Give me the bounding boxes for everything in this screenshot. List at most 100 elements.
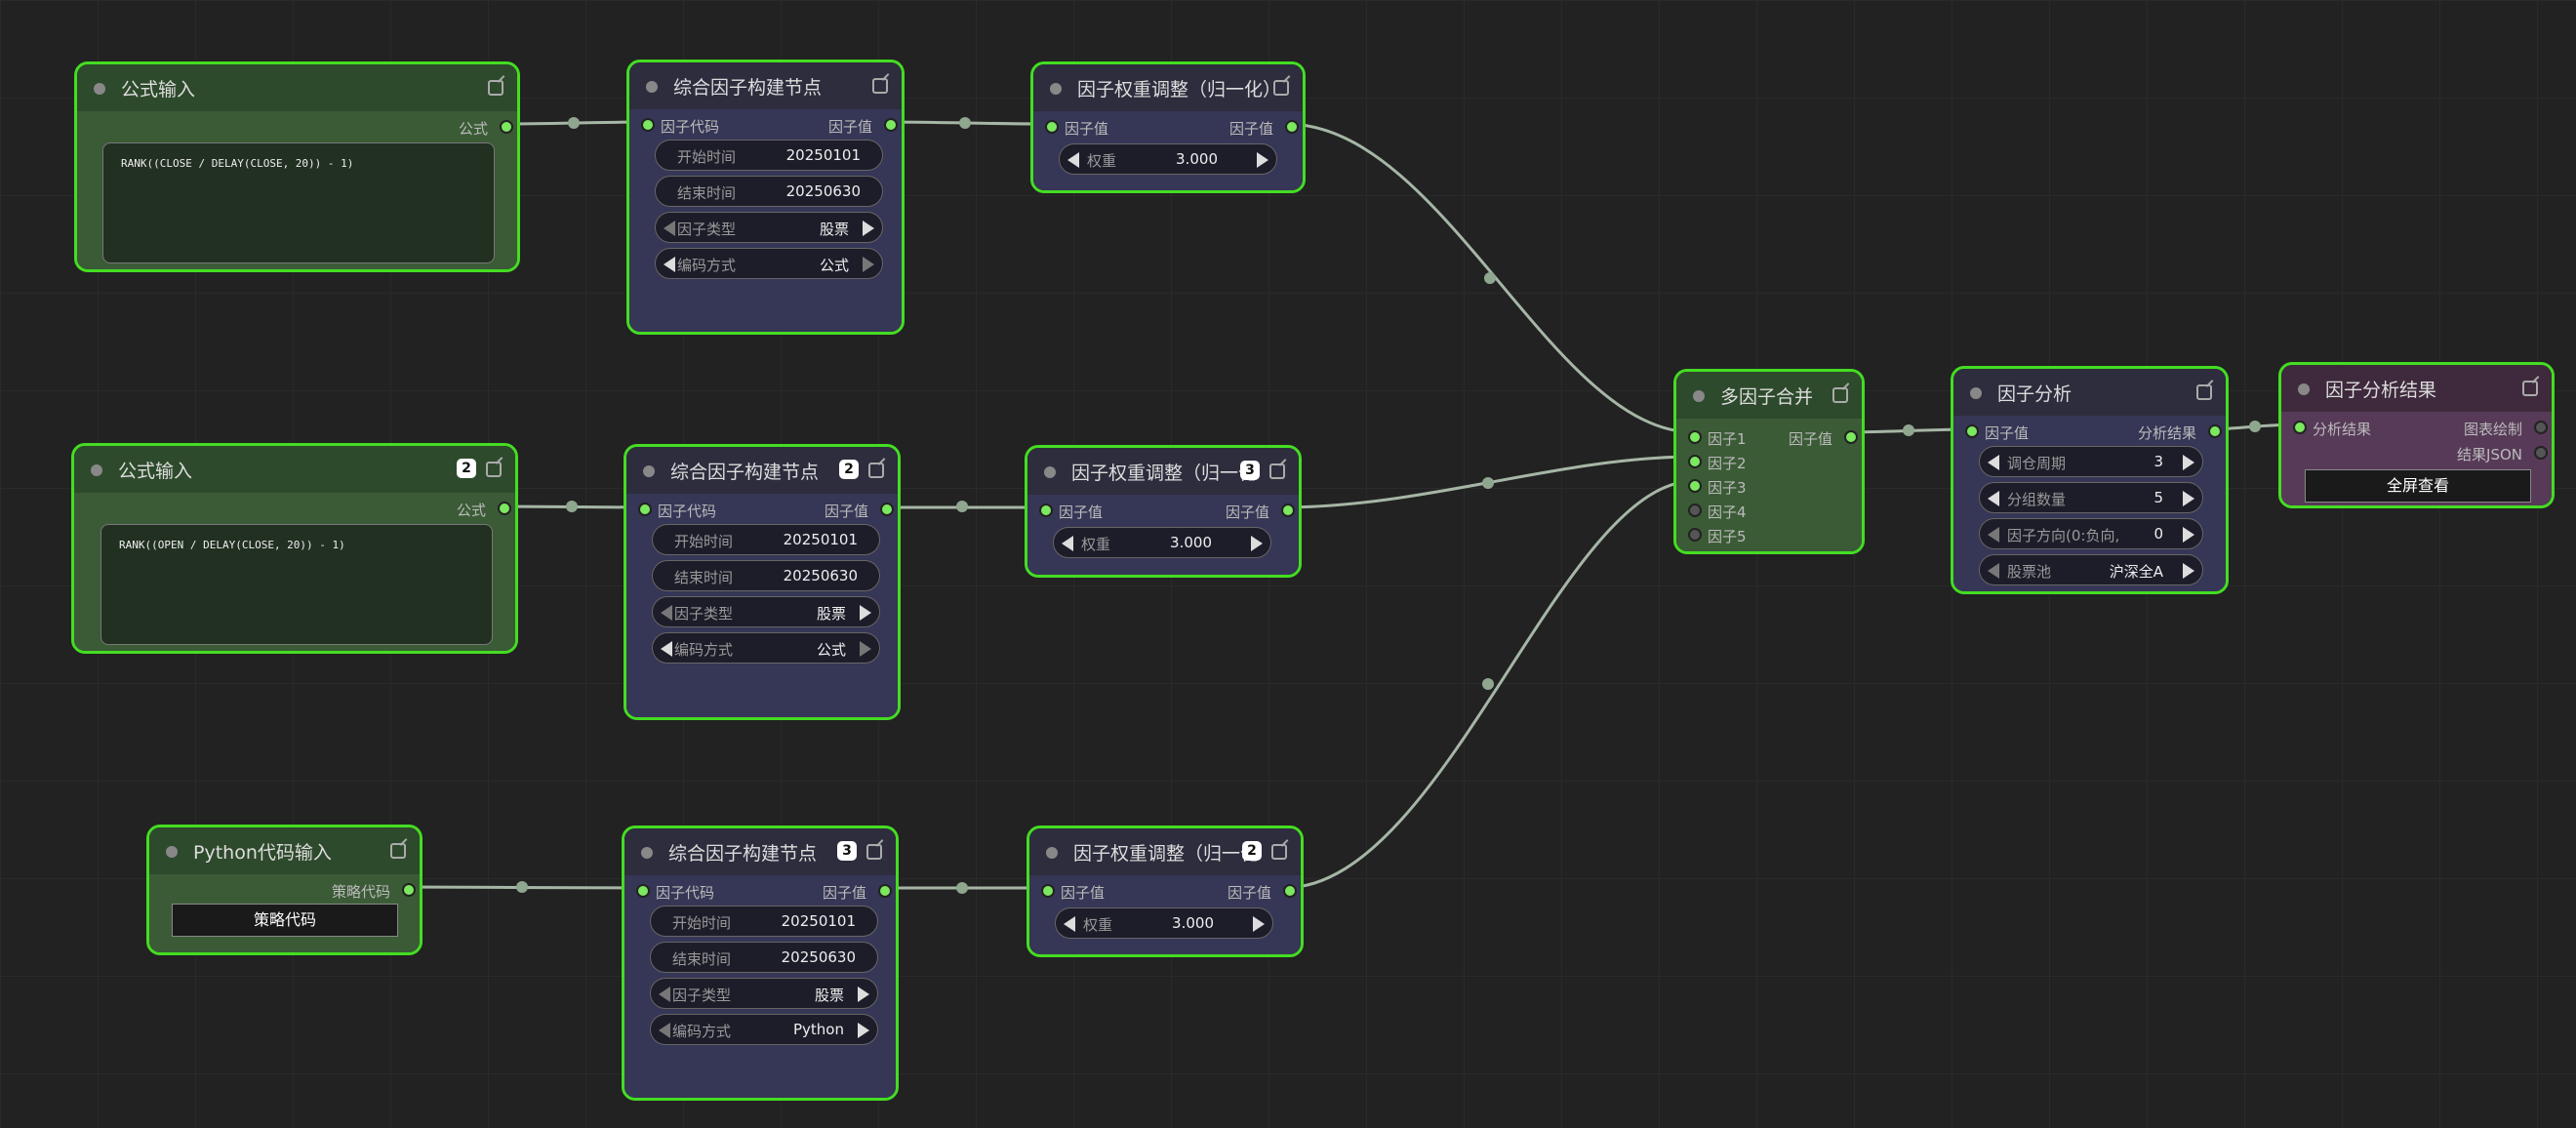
arrow-right-icon[interactable] xyxy=(858,987,869,1002)
wire-midpoint[interactable] xyxy=(1903,424,1914,436)
end-date-field[interactable]: 结束时间 20250630 xyxy=(652,560,880,591)
output-port-formula[interactable] xyxy=(500,120,513,134)
node-header[interactable]: 综合因子构建节点 2 xyxy=(626,447,898,494)
start-date-field[interactable]: 开始时间 20250101 xyxy=(650,906,878,937)
factor-type-combo[interactable]: 因子类型 股票 xyxy=(650,978,878,1009)
input-port-factor-code[interactable] xyxy=(641,118,655,132)
weight-stepper[interactable]: 权重 3.000 xyxy=(1059,143,1277,175)
node-header[interactable]: 因子权重调整（归一化 3 xyxy=(1027,448,1299,495)
wire-midpoint[interactable] xyxy=(2249,421,2261,432)
encoding-combo[interactable]: 编码方式 公式 xyxy=(655,248,883,279)
output-port-factor-value[interactable] xyxy=(1844,430,1858,444)
input-port-factor-code[interactable] xyxy=(638,503,652,516)
input-port-factor-value[interactable] xyxy=(1041,884,1055,898)
arrow-left-icon[interactable] xyxy=(1062,536,1073,551)
input-port-factor1[interactable] xyxy=(1688,430,1702,444)
output-port-factor-value[interactable] xyxy=(1281,504,1295,517)
status-dot-icon[interactable] xyxy=(1050,83,1062,95)
group-count-stepper[interactable]: 分组数量 5 xyxy=(1979,482,2203,513)
output-port-chart[interactable] xyxy=(2534,421,2548,434)
factor-type-combo[interactable]: 因子类型 股票 xyxy=(655,212,883,243)
stock-pool-combo[interactable]: 股票池 沪深全A xyxy=(1979,554,2203,585)
input-port-factor-code[interactable] xyxy=(636,884,650,898)
arrow-left-icon[interactable] xyxy=(664,221,675,236)
arrow-right-icon[interactable] xyxy=(1253,916,1265,932)
end-date-field[interactable]: 结束时间 20250630 xyxy=(650,942,878,973)
input-port-factor5[interactable] xyxy=(1688,528,1702,542)
edit-icon[interactable] xyxy=(1273,80,1289,96)
output-port-factor-value[interactable] xyxy=(880,503,894,516)
end-date-field[interactable]: 结束时间 20250630 xyxy=(655,176,883,207)
output-port-analysis[interactable] xyxy=(2208,424,2222,438)
edit-icon[interactable] xyxy=(1269,463,1285,479)
fullscreen-view-button[interactable]: 全屏查看 xyxy=(2305,469,2531,503)
arrow-left-icon[interactable] xyxy=(661,605,672,621)
arrow-left-icon[interactable] xyxy=(1064,916,1075,932)
wire-midpoint[interactable] xyxy=(1482,678,1494,690)
encoding-combo[interactable]: 编码方式 公式 xyxy=(652,632,880,664)
node-header[interactable]: 因子权重调整（归一化 2 xyxy=(1029,828,1301,875)
status-dot-icon[interactable] xyxy=(1046,847,1058,859)
edit-icon[interactable] xyxy=(2522,381,2538,396)
factor-build-node-3[interactable]: 综合因子构建节点 3 因子代码 因子值 开始时间 20250101 结束时间 2… xyxy=(622,826,899,1101)
formula-input-node-1[interactable]: 公式输入 公式 RANK((CLOSE / DELAY(CLOSE, 20)) … xyxy=(74,61,520,272)
weight-stepper[interactable]: 权重 3.000 xyxy=(1055,907,1273,939)
encoding-combo[interactable]: 编码方式 Python xyxy=(650,1014,878,1045)
input-port-factor-value[interactable] xyxy=(1965,424,1979,438)
arrow-left-icon[interactable] xyxy=(664,257,675,272)
status-dot-icon[interactable] xyxy=(166,846,178,858)
node-header[interactable]: 多因子合并 xyxy=(1676,372,1862,419)
arrow-right-icon[interactable] xyxy=(2183,527,2194,543)
arrow-right-icon[interactable] xyxy=(2183,563,2194,579)
factor-weight-node-1[interactable]: 因子权重调整（归一化） 因子值 因子值 权重 3.000 xyxy=(1030,61,1306,193)
factor-weight-node-2[interactable]: 因子权重调整（归一化 3 因子值 因子值 权重 3.000 xyxy=(1025,445,1302,578)
output-port-factor-value[interactable] xyxy=(1285,120,1299,134)
status-dot-icon[interactable] xyxy=(646,81,658,93)
arrow-right-icon[interactable] xyxy=(860,641,871,657)
arrow-left-icon[interactable] xyxy=(1988,563,1999,579)
formula-textarea[interactable]: RANK((CLOSE / DELAY(CLOSE, 20)) - 1) xyxy=(102,142,495,263)
status-dot-icon[interactable] xyxy=(2298,383,2310,395)
input-port-analysis[interactable] xyxy=(2293,421,2307,434)
edit-icon[interactable] xyxy=(2196,384,2212,400)
python-input-node[interactable]: Python代码输入 策略代码 策略代码 xyxy=(146,825,423,955)
input-port-factor3[interactable] xyxy=(1688,479,1702,493)
factor-analysis-result-node[interactable]: 因子分析结果 分析结果 图表绘制 结果JSON 全屏查看 xyxy=(2278,362,2555,508)
node-header[interactable]: 公式输入 2 xyxy=(74,446,515,493)
node-header[interactable]: Python代码输入 xyxy=(149,827,420,874)
input-port-factor-value[interactable] xyxy=(1039,504,1053,517)
wire-midpoint[interactable] xyxy=(566,501,578,512)
arrow-left-icon[interactable] xyxy=(659,987,670,1002)
wire-midpoint[interactable] xyxy=(1484,272,1496,284)
arrow-left-icon[interactable] xyxy=(661,641,672,657)
edit-icon[interactable] xyxy=(1832,387,1848,403)
multi-factor-merge-node[interactable]: 多因子合并 因子1 因子2 因子3 因子4 因子5 因子值 xyxy=(1673,369,1865,554)
factor-build-node-1[interactable]: 综合因子构建节点 因子代码 因子值 开始时间 20250101 结束时间 202… xyxy=(626,60,905,335)
node-header[interactable]: 综合因子构建节点 3 xyxy=(624,828,896,875)
edit-icon[interactable] xyxy=(488,80,503,96)
status-dot-icon[interactable] xyxy=(1044,466,1056,478)
wire-midpoint[interactable] xyxy=(959,117,971,129)
input-port-factor-value[interactable] xyxy=(1045,120,1059,134)
status-dot-icon[interactable] xyxy=(1970,387,1982,399)
status-dot-icon[interactable] xyxy=(641,847,653,859)
edit-icon[interactable] xyxy=(486,462,502,477)
edit-icon[interactable] xyxy=(866,844,882,860)
formula-input-node-2[interactable]: 公式输入 2 公式 RANK((OPEN / DELAY(CLOSE, 20))… xyxy=(71,443,518,654)
arrow-right-icon[interactable] xyxy=(2183,455,2194,470)
factor-build-node-2[interactable]: 综合因子构建节点 2 因子代码 因子值 开始时间 20250101 结束时间 2… xyxy=(624,444,901,720)
arrow-left-icon[interactable] xyxy=(1988,527,1999,543)
edit-icon[interactable] xyxy=(868,463,884,478)
arrow-right-icon[interactable] xyxy=(860,605,871,621)
node-header[interactable]: 因子分析 xyxy=(1953,369,2226,416)
wire-midpoint[interactable] xyxy=(956,882,968,894)
factor-direction-stepper[interactable]: 因子方向(0:负向, 0 xyxy=(1979,518,2203,549)
status-dot-icon[interactable] xyxy=(1693,390,1705,402)
weight-stepper[interactable]: 权重 3.000 xyxy=(1053,527,1271,558)
node-header[interactable]: 因子权重调整（归一化） xyxy=(1033,64,1303,111)
arrow-left-icon[interactable] xyxy=(659,1023,670,1038)
arrow-right-icon[interactable] xyxy=(1251,536,1263,551)
formula-textarea[interactable]: RANK((OPEN / DELAY(CLOSE, 20)) - 1) xyxy=(101,524,493,645)
start-date-field[interactable]: 开始时间 20250101 xyxy=(652,524,880,555)
arrow-right-icon[interactable] xyxy=(2183,491,2194,506)
